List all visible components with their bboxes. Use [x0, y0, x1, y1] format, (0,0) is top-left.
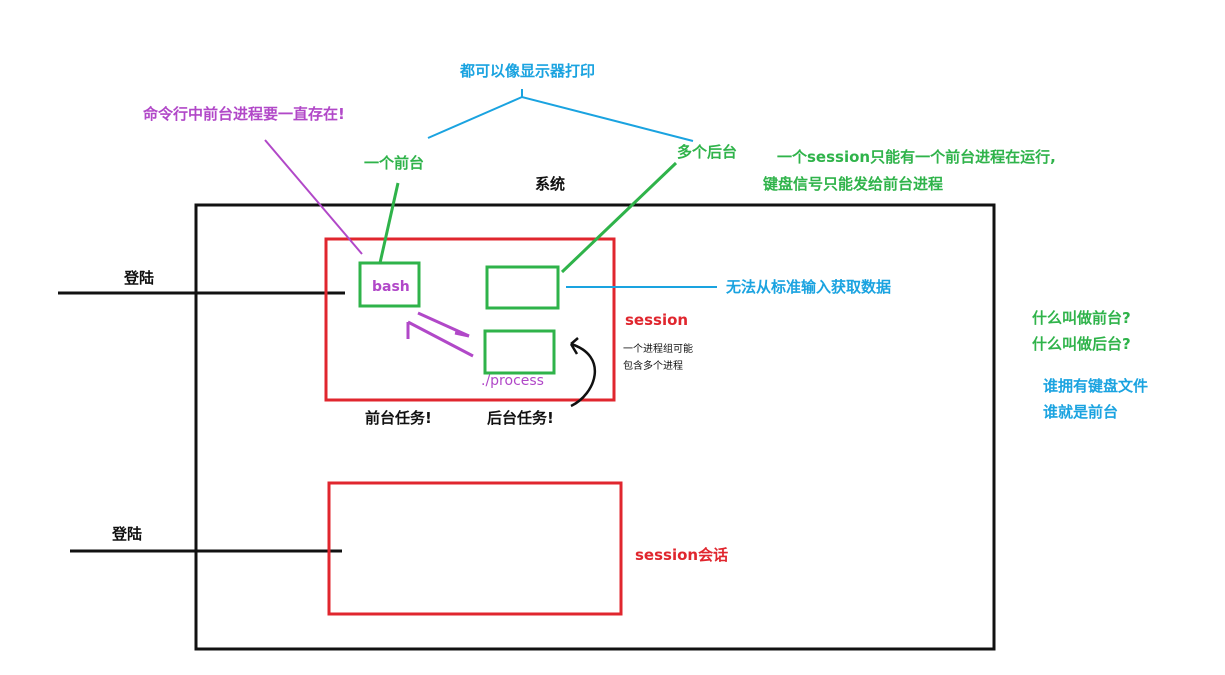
session-rule-line2: 键盘信号只能发给前台进程 [763, 175, 944, 193]
session-box-2 [327, 481, 623, 616]
foreground-task-label: 前台任务! [365, 409, 432, 427]
no-stdin-label: 无法从标准输入获取数据 [726, 278, 892, 296]
background-task-label: 后台任务! [487, 409, 554, 427]
q-background-label: 什么叫做后台? [1032, 335, 1131, 353]
swap-arrow-down-tip [454, 331, 470, 338]
cmd-foreground-note: 命令行中前台进程要一直存在! [143, 105, 345, 123]
swap-arrow-down-shaft [417, 311, 470, 338]
bash-label: bash [372, 279, 410, 295]
cmd-note-connector [264, 139, 363, 255]
answer-line2: 谁就是前台 [1043, 403, 1119, 421]
pgroup-note-line2: 包含多个进程 [623, 361, 683, 372]
session-chat-label: session会话 [635, 546, 729, 564]
pgroup-note-line1: 一个进程组可能 [623, 344, 693, 355]
one-foreground-label: 一个前台 [364, 154, 425, 172]
session-box-1 [324, 237, 616, 402]
session-label: session [625, 311, 689, 329]
system-box [194, 203, 996, 651]
curved-arrow [569, 337, 597, 408]
multi-background-label: 多个后台 [677, 143, 738, 161]
swap-arrow-up-shaft [407, 320, 474, 358]
answer-line1: 谁拥有键盘文件 [1043, 377, 1149, 395]
shared-print-label: 都可以像显示器打印 [460, 62, 596, 80]
one-foreground-connector [378, 182, 400, 264]
system-label: 系统 [535, 175, 566, 193]
process-label: ./process [481, 373, 544, 389]
login-label-1: 登陆 [124, 269, 155, 287]
background-process-box-1 [485, 265, 560, 310]
multi-background-connector [560, 161, 678, 274]
login-label-2: 登陆 [112, 525, 143, 543]
session-rule-line1: 一个session只能有一个前台进程在运行, [777, 148, 1056, 166]
shared-print-bracket [427, 95, 694, 142]
bash-box [358, 261, 421, 308]
q-foreground-label: 什么叫做前台? [1032, 309, 1131, 327]
background-process-box-2 [483, 329, 556, 375]
